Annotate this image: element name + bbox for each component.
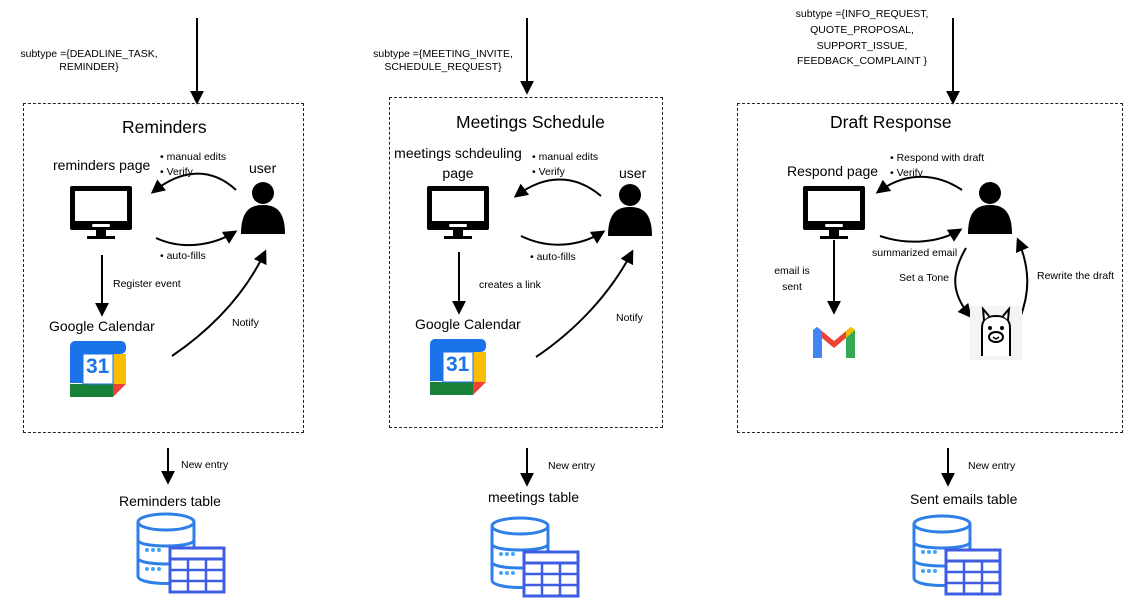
table-label: Sent emails table xyxy=(910,491,1018,507)
page-label: reminders page xyxy=(53,157,151,173)
entry-label: New entry xyxy=(548,460,596,472)
action-label: Register event xyxy=(113,278,181,290)
verify-arrow-3 xyxy=(875,175,963,194)
edit-arrow-2 xyxy=(513,178,602,198)
autofill-label: • auto-fills xyxy=(160,250,206,262)
autofill-arrow-2 xyxy=(520,230,606,246)
table-label: meetings table xyxy=(488,489,580,505)
panel-meetings xyxy=(389,97,663,428)
entry-label: New entry xyxy=(181,459,229,471)
autofill-arrow-1 xyxy=(155,230,238,247)
note-item: • Respond with draft xyxy=(890,152,985,164)
summary-arrow-3 xyxy=(879,228,963,243)
panel-draft-response xyxy=(737,103,1123,433)
service-label: Google Calendar xyxy=(415,316,521,332)
user-label: user xyxy=(249,160,277,176)
summary-label: summarized email xyxy=(872,247,958,259)
note-item: • Verify xyxy=(890,167,923,179)
note-item: • manual edits xyxy=(160,151,227,163)
note-item: • Verify xyxy=(532,166,565,178)
database-table-icon xyxy=(136,512,226,594)
rewrite-label: Rewrite the draft xyxy=(1037,270,1115,282)
entry-label: New entry xyxy=(968,460,1016,472)
llama-icon xyxy=(970,305,1022,360)
page-label: meetings schdeuling page xyxy=(394,145,522,182)
rewrite-arrow-3 xyxy=(1015,237,1029,319)
notify-arrow-2 xyxy=(535,249,634,358)
note-item: • Verify xyxy=(160,166,193,178)
subtype-label: subtype ={DEADLINE_TASK, REMINDER} xyxy=(20,48,158,74)
notify-label: Notify xyxy=(232,317,259,329)
table-label: Reminders table xyxy=(119,493,221,509)
subtype-label: subtype ={MEETING_INVITE, SCHEDULE_REQUE… xyxy=(373,48,513,74)
panel-reminders xyxy=(23,103,304,433)
action-label: email is sent xyxy=(774,265,810,293)
tone-arrow-3 xyxy=(954,247,972,319)
database-table-icon xyxy=(912,514,1002,596)
note-item: • manual edits xyxy=(532,151,599,163)
service-label: Google Calendar xyxy=(49,318,155,334)
calendar-day: 31 xyxy=(86,355,110,378)
action-label: creates a link xyxy=(479,279,541,291)
edit-arrow-1 xyxy=(150,172,237,194)
calendar-day: 31 xyxy=(446,353,470,376)
subtype-label: subtype ={INFO_REQUEST, QUOTE_PROPOSAL, … xyxy=(795,8,929,68)
autofill-label: • auto-fills xyxy=(530,251,576,263)
panel-title: Reminders xyxy=(122,117,207,137)
panel-title: Draft Response xyxy=(830,112,952,132)
notify-label: Notify xyxy=(616,312,643,324)
page-label: Respond page xyxy=(787,163,879,179)
panel-title: Meetings Schedule xyxy=(456,112,605,132)
gmail-icon xyxy=(810,322,858,362)
user-label: user xyxy=(619,165,647,181)
notify-arrow-1 xyxy=(171,249,267,357)
tone-label: Set a Tone xyxy=(899,272,950,284)
database-table-icon xyxy=(490,516,580,598)
